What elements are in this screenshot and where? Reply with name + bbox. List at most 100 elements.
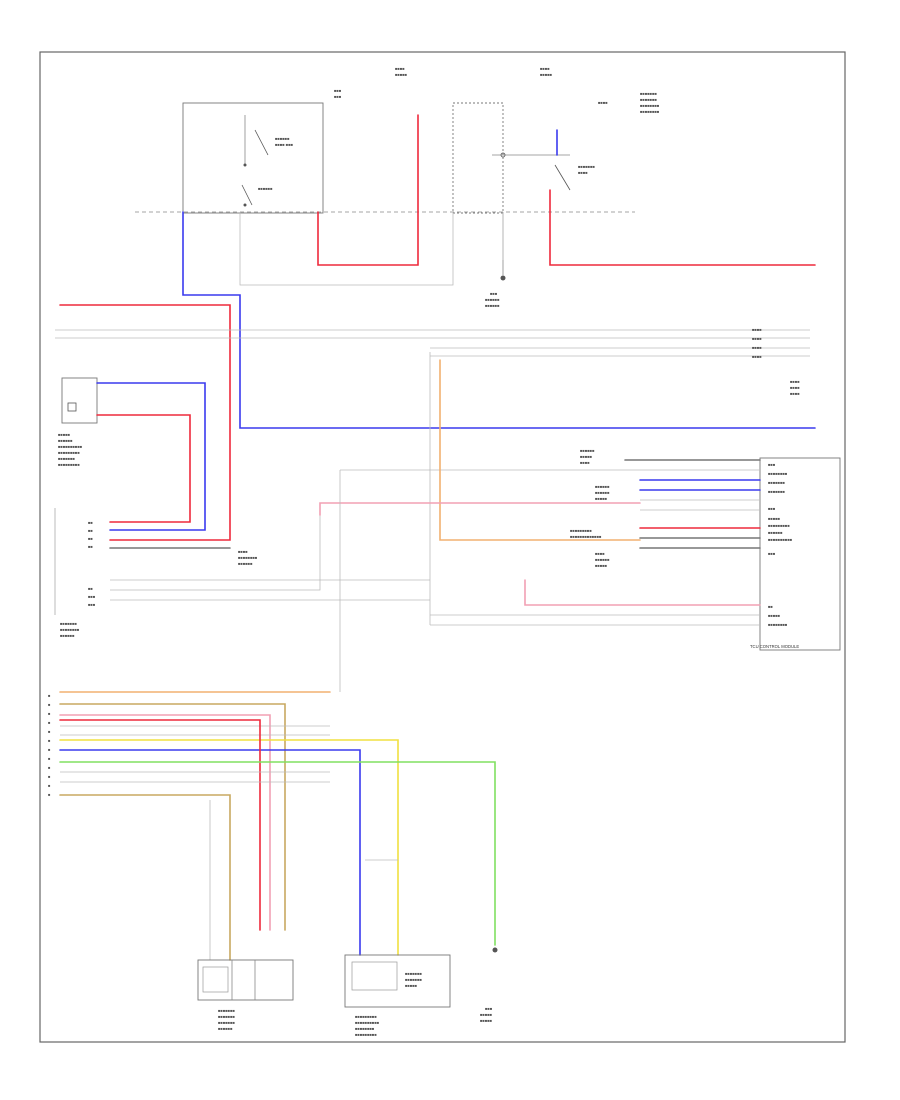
svg-text:■: ■ <box>48 711 51 716</box>
svg-text:■■■■■■■: ■■■■■■■ <box>405 977 422 982</box>
svg-text:■■■■■■: ■■■■■■ <box>275 136 290 141</box>
svg-text:■■■■■: ■■■■■ <box>595 563 608 568</box>
blue-wire-lower <box>59 749 361 956</box>
svg-text:■■■■: ■■■■ <box>790 391 800 396</box>
pink-wire-tcu <box>319 502 641 516</box>
pink-wire-lower <box>59 714 271 931</box>
svg-text:■■■■■■: ■■■■■■ <box>595 490 610 495</box>
svg-text:■■■■: ■■■■ <box>540 66 550 71</box>
svg-text:■■■■■■■■■: ■■■■■■■■■ <box>355 1014 377 1019</box>
tan-wire-lower-1 <box>59 703 286 931</box>
buzzer-module: ■■■■■ ■■■■■■ ■■■■■■■■■■ ■■■■■■■■■ ■■■■■■… <box>58 377 98 467</box>
svg-text:■■■■■■: ■■■■■■ <box>58 438 73 443</box>
svg-text:■■: ■■ <box>88 536 93 541</box>
svg-text:■■■■■■■■■■: ■■■■■■■■■■ <box>58 444 83 449</box>
svg-text:■■■■: ■■■■ <box>790 379 800 384</box>
svg-text:■: ■ <box>48 720 51 725</box>
svg-text:■■■■■■■■■: ■■■■■■■■■ <box>570 528 592 533</box>
svg-text:■■■■■■■■: ■■■■■■■■ <box>768 622 788 627</box>
svg-text:■■■■■■: ■■■■■■ <box>218 1026 233 1031</box>
svg-text:■: ■ <box>48 738 51 743</box>
tcu-control-module: ■■■ ■■■■■■■■ ■■■■■■■ ■■■■■■■ ■■■ ■■■■■ ■… <box>750 457 841 651</box>
svg-text:■■■■: ■■■■ <box>790 385 800 390</box>
svg-text:■: ■ <box>48 702 51 707</box>
svg-text:■: ■ <box>48 693 51 698</box>
svg-text:■■■: ■■■ <box>334 88 342 93</box>
svg-text:■■■■■: ■■■■■ <box>768 516 781 521</box>
svg-text:■■: ■■ <box>88 544 93 549</box>
svg-text:■■■■■■■: ■■■■■■■ <box>578 164 595 169</box>
svg-text:■: ■ <box>48 783 51 788</box>
svg-text:■■■■■■: ■■■■■■ <box>595 557 610 562</box>
left-connector: ■■■■■■■ ■■■■■■■■ ■■■■■■ ■■ ■■ ■■ ■■ ■■ ■… <box>54 508 96 638</box>
svg-text:■: ■ <box>48 756 51 761</box>
svg-text:■■■■■■■■■: ■■■■■■■■■ <box>355 1032 377 1037</box>
svg-text:■■■: ■■■ <box>768 462 776 467</box>
svg-text:■■■■: ■■■■ <box>752 327 762 332</box>
svg-text:■■■■■■: ■■■■■■ <box>768 530 783 535</box>
svg-text:■■■■■: ■■■■■ <box>595 496 608 501</box>
blue-wire-main <box>182 211 816 429</box>
svg-text:■■■■■■■■■■: ■■■■■■■■■■ <box>355 1020 380 1025</box>
svg-text:■■■■■■■■■: ■■■■■■■■■ <box>58 450 80 455</box>
svg-text:■■■■ ■■■: ■■■■ ■■■ <box>275 142 294 147</box>
svg-text:■■■■: ■■■■ <box>752 336 762 341</box>
svg-text:■■■: ■■■ <box>88 594 96 599</box>
red-wire-lower <box>59 719 261 931</box>
svg-text:■■■■■■■■: ■■■■■■■■ <box>640 103 660 108</box>
svg-text:■■■■■: ■■■■■ <box>405 983 418 988</box>
red-wire-left <box>59 304 231 541</box>
svg-text:■■■■■■■: ■■■■■■■ <box>218 1020 235 1025</box>
svg-text:■■■■■■■: ■■■■■■■ <box>405 971 422 976</box>
svg-text:■: ■ <box>48 774 51 779</box>
svg-text:■■■■■■■■: ■■■■■■■■ <box>60 627 80 632</box>
svg-text:■■■■■■■: ■■■■■■■ <box>60 621 77 626</box>
svg-text:■■: ■■ <box>88 520 93 525</box>
svg-text:■■■■■: ■■■■■ <box>540 72 553 77</box>
svg-text:■■■■■■■: ■■■■■■■ <box>218 1014 235 1019</box>
svg-text:■■■■■: ■■■■■ <box>580 454 593 459</box>
tcu-label: TCU CONTROL MODULE <box>750 644 799 649</box>
svg-text:■■■■■: ■■■■■ <box>480 1012 493 1017</box>
svg-text:■■: ■■ <box>88 528 93 533</box>
svg-text:■■■■■■■: ■■■■■■■ <box>640 97 657 102</box>
svg-text:■■■■■■■: ■■■■■■■ <box>218 1008 235 1013</box>
svg-text:■■■■■■: ■■■■■■ <box>485 303 500 308</box>
svg-text:■■■■: ■■■■ <box>595 551 605 556</box>
pink-wire-bottom-tcu <box>524 579 761 606</box>
svg-text:■■■■■■■: ■■■■■■■ <box>58 456 75 461</box>
svg-text:■■■■■: ■■■■■ <box>58 432 71 437</box>
bottom-switch-module: ■■■■■■■ ■■■■■■■ ■■■■■■■ ■■■■■■ <box>197 959 294 1031</box>
svg-text:■■■■: ■■■■ <box>238 549 248 554</box>
red-wire-top-left <box>317 114 419 266</box>
svg-text:■■■■■■■■: ■■■■■■■■ <box>640 109 660 114</box>
upper-mid-switch: ■■■■ ■■■■■ ■■■■ ■■■■■ ■■■■■■■ ■■■■ ■■■■■… <box>395 66 660 214</box>
svg-text:■■: ■■ <box>768 604 773 609</box>
svg-text:■■■■■■: ■■■■■■ <box>238 561 253 566</box>
transfer-case-switch: ■■■■■■■ ■■■■■■■ ■■■■■ ■■■■■■■■■ ■■■■■■■■… <box>344 954 451 1037</box>
lower-harness-labels: ■ ■ ■ ■ ■ ■ ■ ■ ■ ■ ■ ■ <box>48 693 51 797</box>
green-wire-lower <box>59 761 496 946</box>
ground-bottom: ■■■ ■■■■■ ■■■■■ <box>480 947 498 1023</box>
svg-text:■■■■■: ■■■■■ <box>480 1018 493 1023</box>
svg-text:■■■■: ■■■■ <box>395 66 405 71</box>
svg-text:■■■■■■■■: ■■■■■■■■ <box>238 555 258 560</box>
svg-text:■■■■■■■■■■: ■■■■■■■■■■ <box>768 537 793 542</box>
svg-text:■■■■■■■: ■■■■■■■ <box>768 480 785 485</box>
svg-text:■■■■■■■■■: ■■■■■■■■■ <box>58 462 80 467</box>
ground-top: ■■■ ■■■■■■ ■■■■■■ <box>485 212 506 308</box>
svg-text:■: ■ <box>48 747 51 752</box>
svg-text:■■: ■■ <box>88 586 93 591</box>
svg-text:■■■■■■: ■■■■■■ <box>60 633 75 638</box>
orange-wire-tcu <box>439 359 641 541</box>
svg-text:■■■: ■■■ <box>88 602 96 607</box>
svg-text:■: ■ <box>48 729 51 734</box>
svg-text:■■■■■■■: ■■■■■■■ <box>768 489 785 494</box>
svg-text:■■■■■■: ■■■■■■ <box>485 297 500 302</box>
svg-text:■■■■■■■■■■■■■: ■■■■■■■■■■■■■ <box>570 534 602 539</box>
upper-left-relay-box: ■■■■■■ ■■■■ ■■■ ■■■■■■ ■■■ ■■■ <box>182 88 342 214</box>
blue-wire-buzzer <box>96 382 206 531</box>
svg-text:■: ■ <box>48 765 51 770</box>
svg-text:■■■■: ■■■■ <box>752 354 762 359</box>
svg-text:■■■■■■: ■■■■■■ <box>580 448 595 453</box>
